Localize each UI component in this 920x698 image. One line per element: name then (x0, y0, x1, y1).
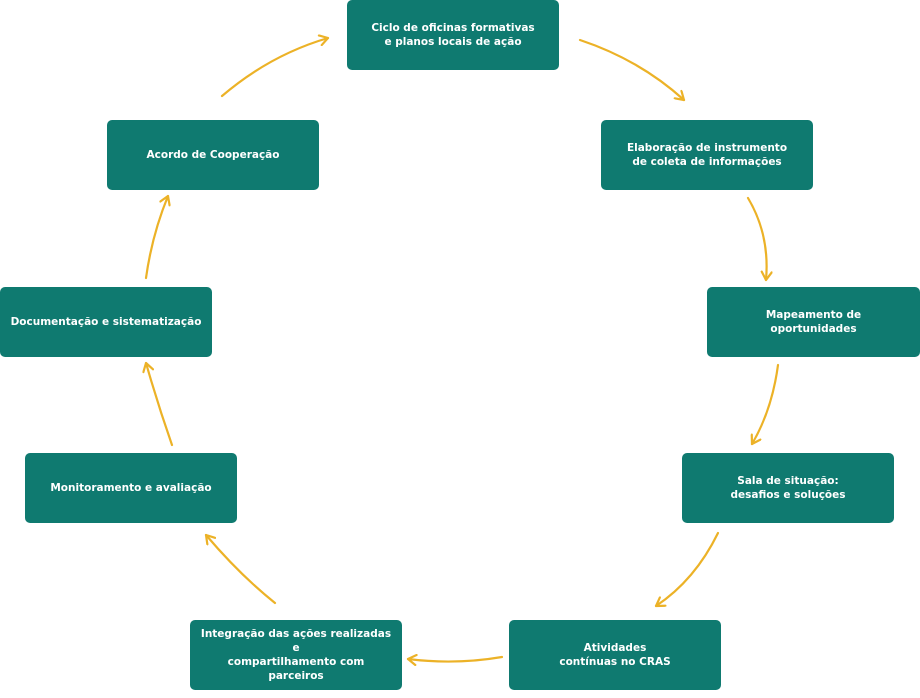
node-label: Elaboração de instrumento de coleta de i… (626, 142, 788, 168)
arrow-n8-n9 (144, 194, 168, 280)
node-label: Mapeamento de oportunidades (765, 309, 862, 335)
arrow-n6-n7 (204, 533, 277, 605)
node-integracao-acoes: Integração das ações realizadas e compar… (190, 620, 402, 690)
node-acordo-cooperacao: Acordo de Cooperação (107, 120, 319, 190)
arrow-n1-n2 (578, 38, 686, 102)
node-label: Sala de situação: desafios e soluções (730, 475, 846, 501)
node-documentacao: Documentação e sistematização (0, 287, 212, 357)
node-elaboracao-instrumento: Elaboração de instrumento de coleta de i… (601, 120, 813, 190)
arrow-n9-n1 (220, 38, 330, 98)
node-label: Acordo de Cooperação (146, 149, 280, 161)
arrow-n2-n3 (746, 196, 767, 282)
node-monitoramento: Monitoramento e avaliação (25, 453, 237, 523)
arrow-n4-n5 (654, 531, 720, 608)
node-label: Documentação e sistematização (10, 316, 202, 328)
arrow-n5-n6 (406, 657, 504, 662)
node-label: Atividades contínuas no CRAS (559, 642, 671, 668)
node-atividades-cras: Atividades contínuas no CRAS (509, 620, 721, 690)
node-label: Integração das ações realizadas e compar… (200, 628, 392, 682)
node-ciclo-oficinas: Ciclo de oficinas formativas e planos lo… (347, 0, 559, 70)
node-sala-situacao: Sala de situação: desafios e soluções (682, 453, 894, 523)
node-label: Monitoramento e avaliação (50, 482, 212, 494)
node-label: Ciclo de oficinas formativas e planos lo… (371, 22, 535, 48)
arrow-n7-n8 (146, 361, 174, 447)
arrow-n3-n4 (752, 363, 780, 446)
node-mapeamento: Mapeamento de oportunidades (707, 287, 920, 357)
